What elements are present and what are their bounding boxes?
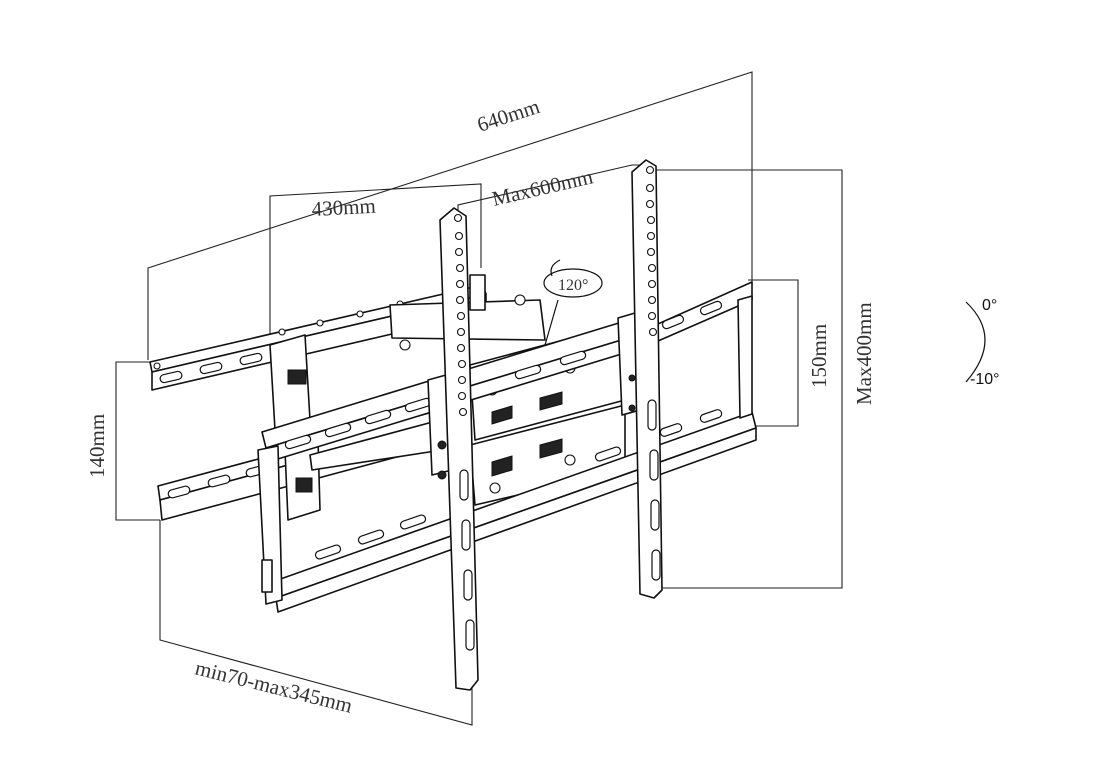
swivel-angle-label: 120°: [558, 277, 588, 294]
dim-150-line: [748, 279, 799, 427]
tilt-indicator: 0° -10°: [965, 297, 1000, 388]
swivel-indicator: 120°: [543, 259, 603, 346]
dim-430-line: [269, 183, 482, 340]
tilt-bottom-label: -10°: [970, 371, 1000, 388]
dim-400-label: Max400mm: [852, 302, 876, 405]
vertical-bracket-left: [439, 207, 479, 691]
dim-150-label: 150mm: [807, 324, 831, 388]
dim-140-line: [115, 361, 160, 521]
dim-600-line: [457, 164, 645, 212]
dimension-lines: [115, 71, 843, 726]
dim-400-line: [655, 169, 843, 589]
dim-430-label: 430mm: [311, 194, 376, 221]
dim-640-line: [147, 71, 753, 360]
dim-140-label: 140mm: [85, 414, 109, 478]
vertical-bracket-right: [631, 159, 663, 599]
dim-640-label: 640mm: [474, 94, 542, 137]
dim-600-label: Max600mm: [490, 164, 595, 210]
tilt-arc: [965, 301, 986, 383]
tilt-top-label: 0°: [982, 297, 997, 314]
